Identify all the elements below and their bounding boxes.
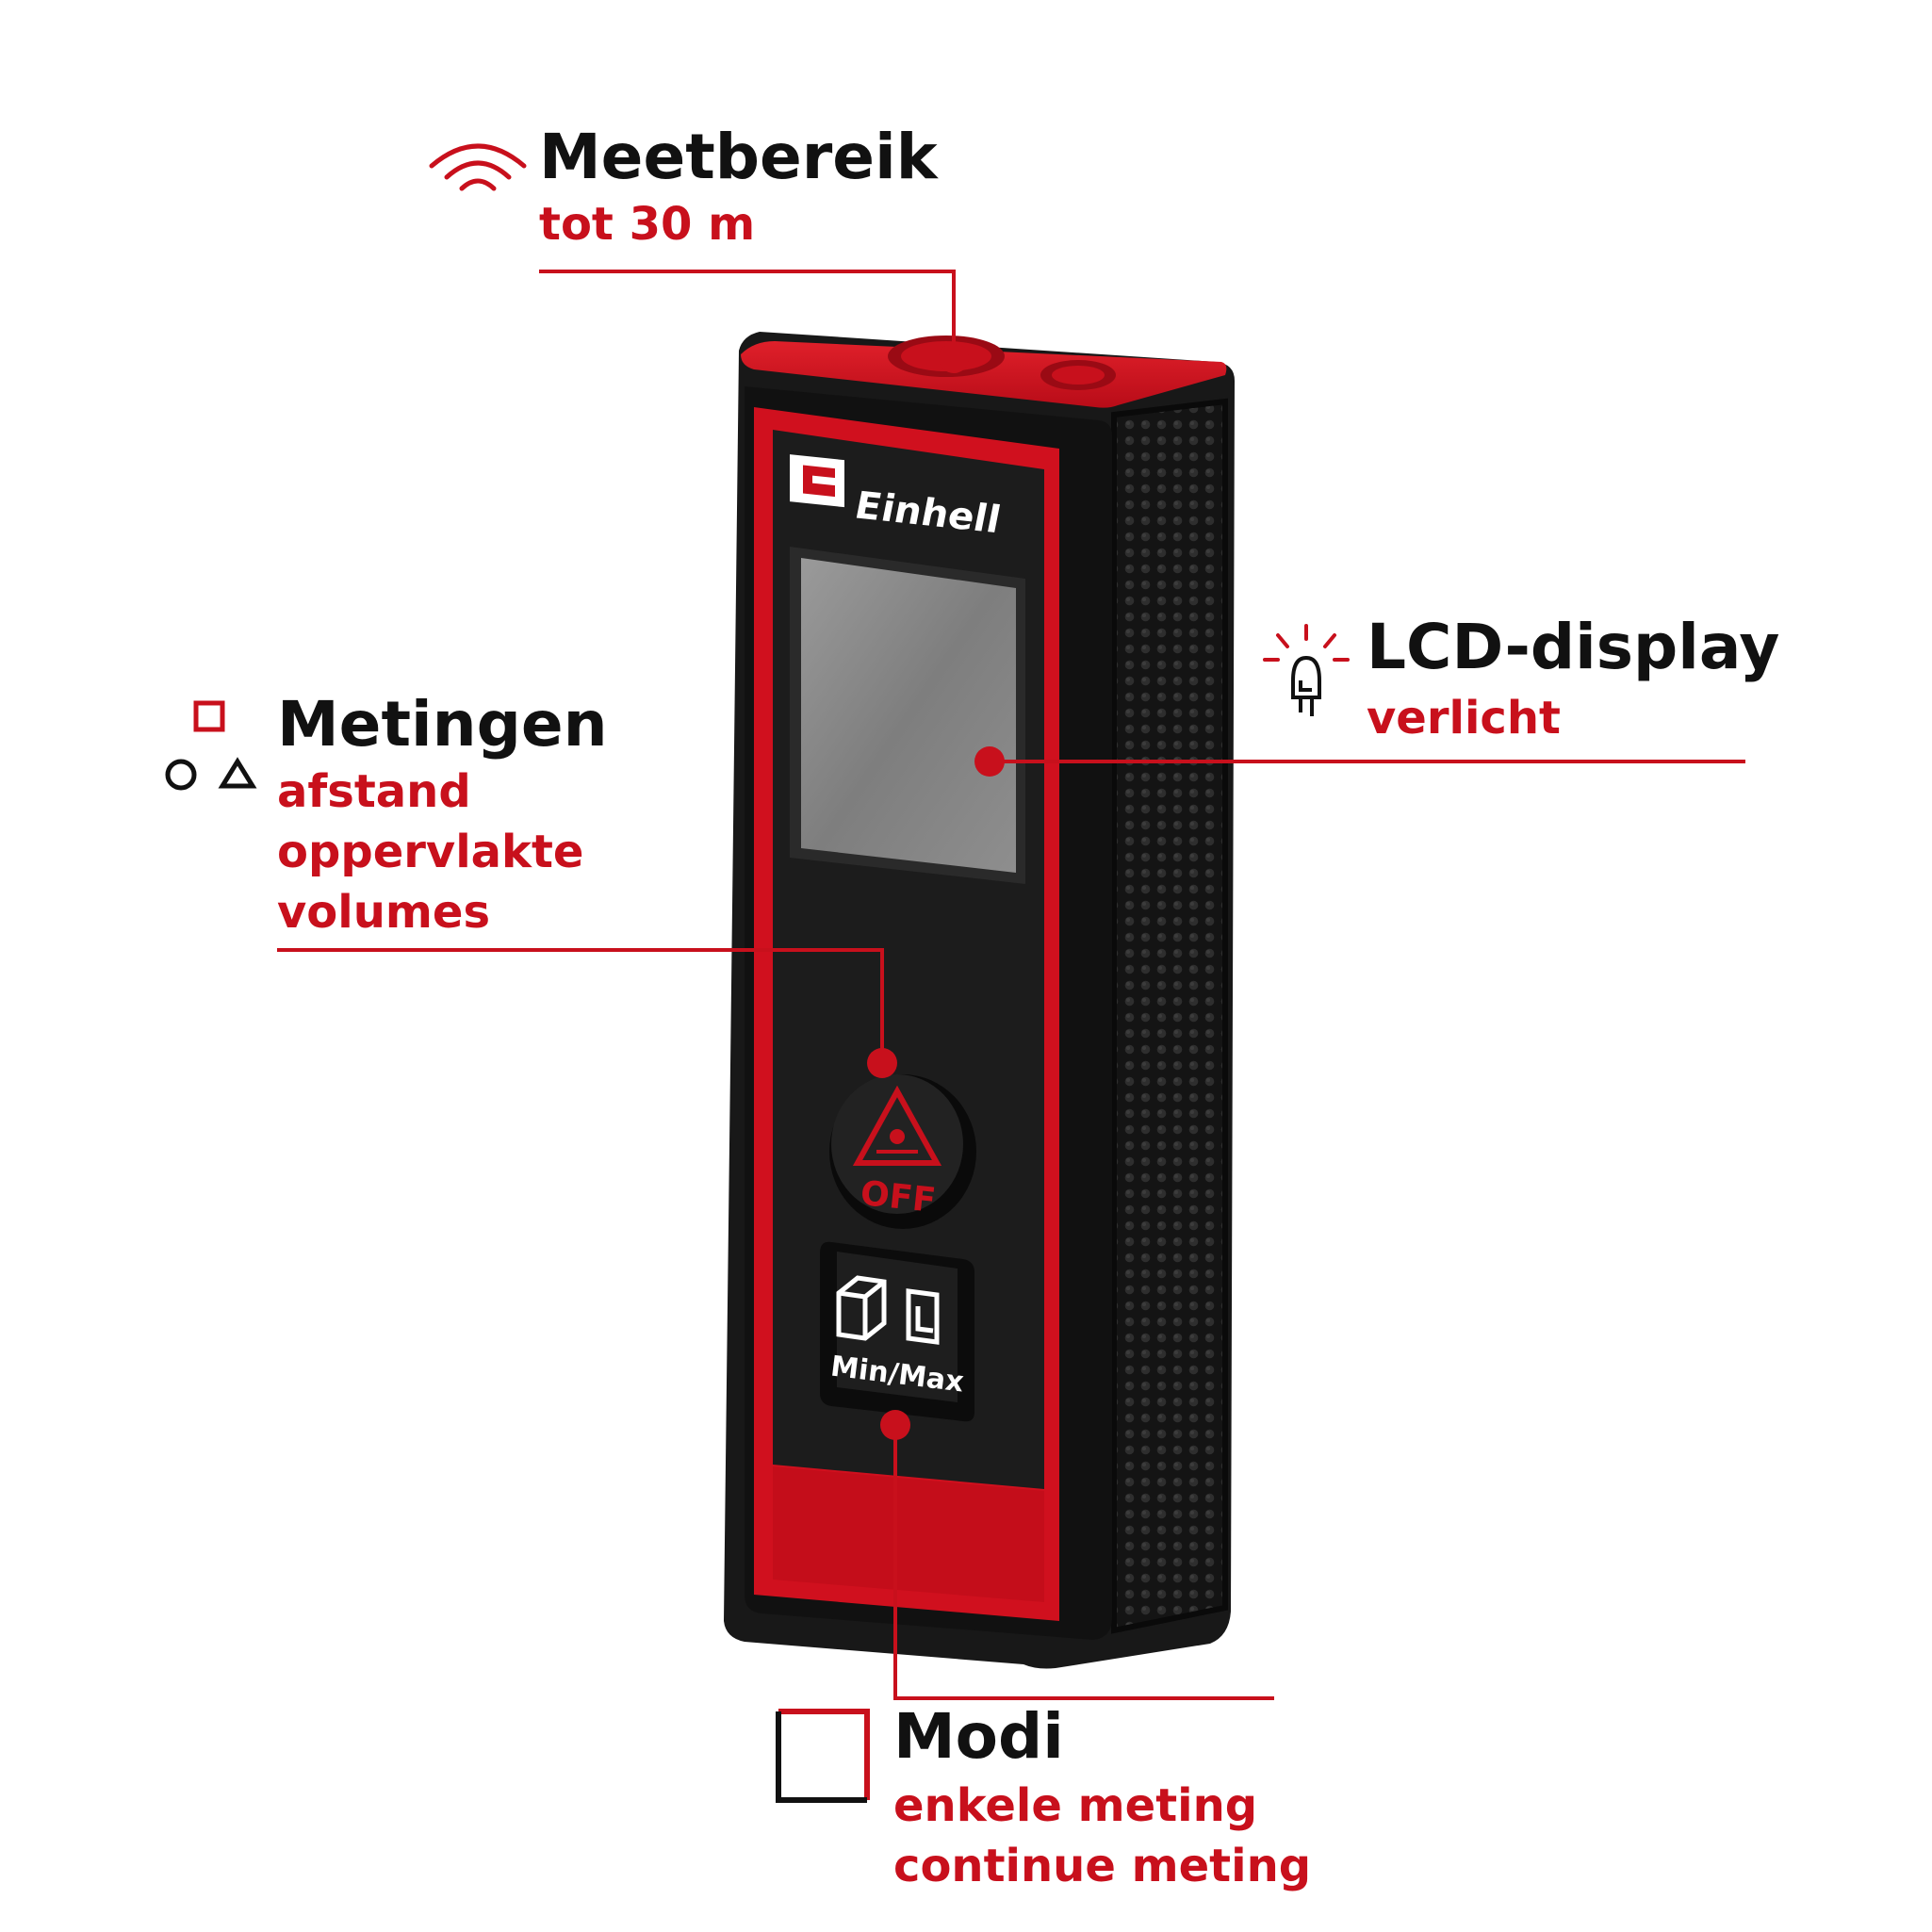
- measurements-title: Metingen: [277, 688, 608, 761]
- modes-line: enkele meting: [893, 1779, 1258, 1832]
- device-top-face: [741, 341, 1227, 408]
- marker-dot-modes: [880, 1410, 910, 1440]
- laser-warning-icon: [852, 1085, 942, 1166]
- display-title: LCD-display: [1367, 611, 1780, 683]
- volume-mode-icon: [836, 1275, 887, 1341]
- lcd-screen: [801, 558, 1016, 873]
- display-subtitle: verlicht: [1367, 692, 1561, 745]
- marker-dot-display: [974, 746, 1005, 777]
- modes-title: Modi: [893, 1700, 1064, 1773]
- marker-dot-range: [939, 343, 969, 373]
- measurements-list: afstand oppervlakte volumes: [277, 761, 583, 942]
- leader-line-measurements: [277, 948, 884, 1063]
- leader-line-range: [539, 270, 956, 358]
- device-side-grip: [1114, 401, 1225, 1630]
- signal-waves-icon: [429, 143, 527, 191]
- range-title: Meetbereik: [539, 121, 938, 193]
- measure-power-button[interactable]: OFF: [829, 1074, 976, 1229]
- modes-line: continue meting: [893, 1840, 1312, 1892]
- distance-mode-icon: [906, 1288, 940, 1345]
- power-label: OFF: [859, 1174, 938, 1220]
- shapes-icon: [165, 700, 257, 791]
- measurements-line: oppervlakte: [277, 826, 584, 878]
- measurements-line: volumes: [277, 886, 491, 939]
- marker-dot-measurements: [867, 1048, 897, 1078]
- measurements-line: afstand: [277, 765, 471, 818]
- light-bulb-icon: [1263, 624, 1350, 716]
- leader-line-modes: [893, 1425, 1274, 1700]
- range-subtitle: tot 30 m: [539, 198, 756, 251]
- square-frame-icon: [776, 1709, 870, 1803]
- mode-button[interactable]: Min/Max: [820, 1241, 974, 1422]
- modes-list: enkele meting continue meting: [893, 1776, 1311, 1896]
